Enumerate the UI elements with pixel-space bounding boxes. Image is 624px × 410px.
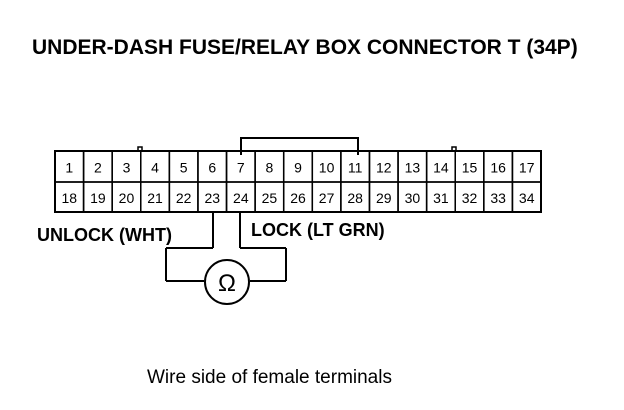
terminal-number-11: 11 bbox=[348, 160, 363, 176]
terminal-number-33: 33 bbox=[490, 190, 506, 206]
lock-wire-label: LOCK (LT GRN) bbox=[251, 220, 385, 240]
terminal-number-31: 31 bbox=[433, 190, 449, 206]
terminal-number-26: 26 bbox=[290, 190, 306, 206]
terminal-number-29: 29 bbox=[376, 190, 392, 206]
terminal-number-1: 1 bbox=[65, 160, 73, 176]
terminal-number-19: 19 bbox=[90, 190, 106, 206]
terminal-number-15: 15 bbox=[462, 160, 478, 176]
unlock-wire-label: UNLOCK (WHT) bbox=[37, 225, 172, 245]
meter-wiring: Ω bbox=[165, 212, 287, 305]
terminal-number-28: 28 bbox=[347, 190, 363, 206]
terminal-number-22: 22 bbox=[176, 190, 192, 206]
terminal-number-9: 9 bbox=[294, 160, 302, 176]
diagram-title: UNDER-DASH FUSE/RELAY BOX CONNECTOR T (3… bbox=[32, 36, 578, 59]
terminal-number-4: 4 bbox=[151, 160, 159, 176]
terminal-number-21: 21 bbox=[147, 190, 163, 206]
terminal-number-6: 6 bbox=[208, 160, 216, 176]
terminal-number-34: 34 bbox=[519, 190, 535, 206]
terminal-number-23: 23 bbox=[204, 190, 220, 206]
terminal-number-32: 32 bbox=[462, 190, 478, 206]
terminal-number-30: 30 bbox=[405, 190, 421, 206]
terminal-cavity-34 bbox=[511, 181, 542, 213]
terminal-number-24: 24 bbox=[233, 190, 249, 206]
terminal-number-25: 25 bbox=[262, 190, 278, 206]
terminal-number-8: 8 bbox=[266, 160, 274, 176]
terminal-number-12: 12 bbox=[376, 160, 392, 176]
terminal-number-5: 5 bbox=[180, 160, 188, 176]
connector-bump-left bbox=[137, 146, 143, 151]
terminal-number-18: 18 bbox=[62, 190, 78, 206]
terminal-number-7: 7 bbox=[237, 160, 245, 176]
terminal-number-10: 10 bbox=[319, 160, 335, 176]
terminal-number-2: 2 bbox=[94, 160, 102, 176]
terminal-number-3: 3 bbox=[123, 160, 131, 176]
ohm-symbol: Ω bbox=[218, 270, 236, 297]
terminal-number-16: 16 bbox=[490, 160, 506, 176]
terminal-number-17: 17 bbox=[519, 160, 535, 176]
connector-latch bbox=[240, 137, 359, 155]
terminal-number-27: 27 bbox=[319, 190, 335, 206]
terminal-number-20: 20 bbox=[119, 190, 135, 206]
terminal-number-13: 13 bbox=[405, 160, 421, 176]
connector-bump-right bbox=[451, 146, 457, 151]
diagram-caption: Wire side of female terminals bbox=[147, 367, 392, 388]
ohmmeter-icon bbox=[204, 259, 250, 305]
terminal-number-14: 14 bbox=[433, 160, 449, 176]
